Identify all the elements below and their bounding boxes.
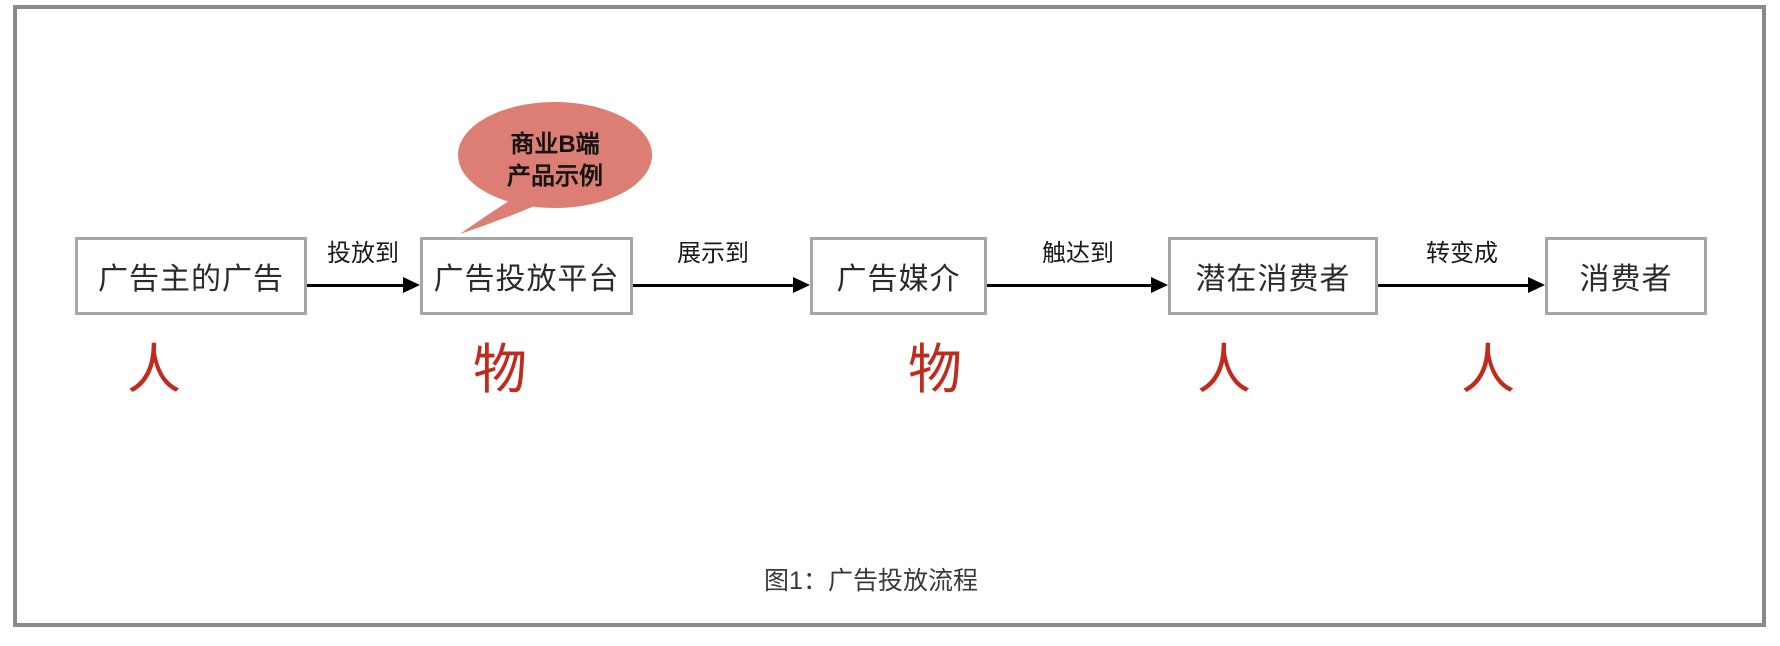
tag-person-2: 人 — [1197, 340, 1251, 400]
arrow-2-line — [633, 284, 795, 287]
node-ad-delivery-platform: 广告投放平台 — [420, 237, 633, 315]
arrow-2-label: 展示到 — [677, 240, 749, 267]
tag-person-3: 人 — [1461, 340, 1515, 400]
diagram-frame — [13, 5, 1766, 627]
arrow-4-head-icon — [1528, 277, 1545, 293]
arrow-3-label: 触达到 — [1042, 240, 1114, 267]
arrow-3-line — [987, 284, 1153, 287]
node-advertiser-ad: 广告主的广告 — [75, 237, 307, 315]
arrow-3-head-icon — [1151, 277, 1168, 293]
arrow-1-line — [307, 284, 405, 287]
tag-thing-1: 物 — [473, 340, 527, 400]
arrow-1-label: 投放到 — [327, 240, 399, 267]
node-potential-consumer: 潜在消费者 — [1168, 237, 1378, 315]
arrow-4-line — [1378, 284, 1530, 287]
tag-person-1: 人 — [127, 340, 181, 400]
arrow-1-head-icon — [403, 277, 420, 293]
callout-line-2: 产品示例 — [507, 163, 603, 190]
tag-thing-2: 物 — [908, 340, 962, 400]
arrow-4-label: 转变成 — [1426, 240, 1498, 267]
callout-line-1: 商业B端 — [510, 131, 600, 158]
node-consumer: 消费者 — [1545, 237, 1707, 315]
figure-caption: 图1：广告投放流程 — [764, 567, 978, 595]
arrow-2-head-icon — [793, 277, 810, 293]
callout-bubble — [458, 102, 652, 234]
node-ad-medium: 广告媒介 — [810, 237, 987, 315]
callout-bubble-text: 商业B端 产品示例 — [460, 129, 650, 193]
